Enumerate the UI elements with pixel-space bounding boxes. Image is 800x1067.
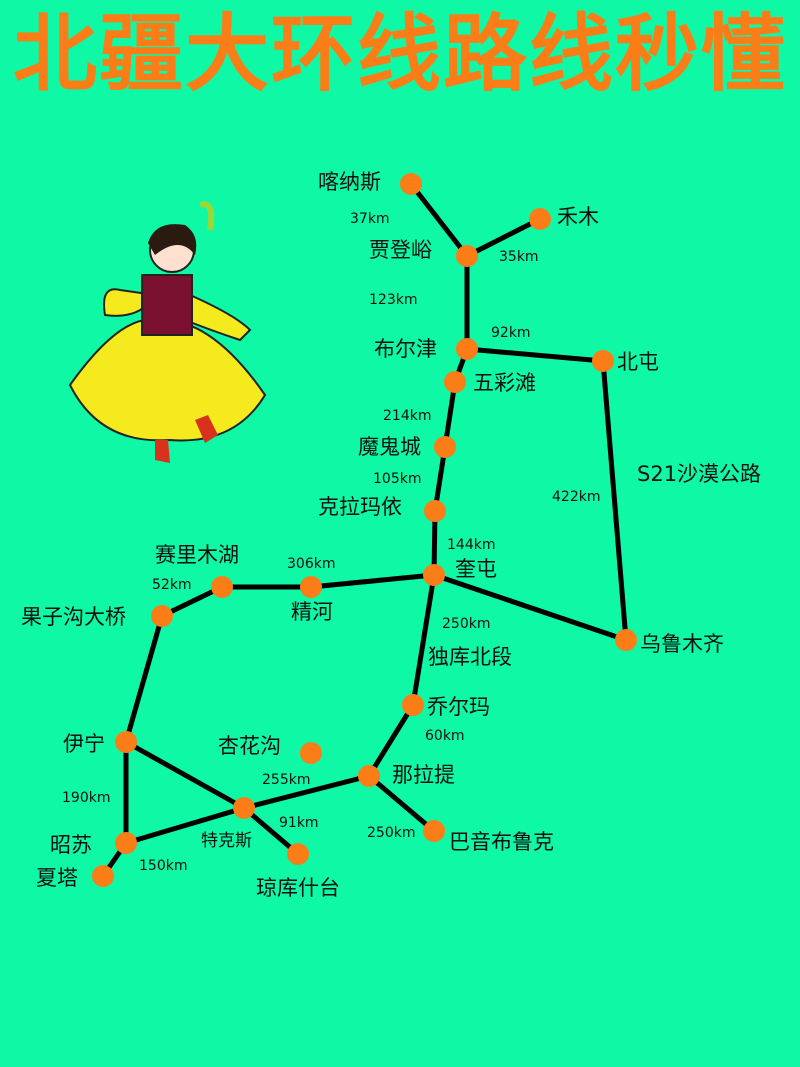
route-s21: S21沙漠公路 — [637, 462, 762, 486]
dist-nalati-bayinbuluke: 250km — [367, 825, 416, 841]
node-beitun — [592, 350, 614, 372]
label-zhaosu: 昭苏 — [50, 833, 92, 857]
node-tekes — [233, 797, 255, 819]
label-guozigou: 果子沟大桥 — [21, 605, 126, 629]
dist-karamay-kuitun: 144km — [447, 537, 496, 553]
dist-kanas-jiadengyu: 37km — [350, 211, 390, 227]
label-qiongkushitai: 琼库什台 — [256, 876, 340, 900]
label-hemu: 禾木 — [557, 205, 599, 229]
label-xiata: 夏塔 — [36, 866, 78, 890]
label-tekes: 特克斯 — [201, 831, 252, 851]
dist-qiaoerma-nalati: 60km — [425, 728, 465, 744]
node-guozigou — [151, 605, 173, 627]
node-xiata — [92, 865, 114, 887]
label-nalati: 那拉提 — [392, 763, 455, 787]
label-wucaitan: 五彩滩 — [473, 371, 536, 395]
dist-tekes-qiongkushitai: 91km — [279, 815, 319, 831]
node-sayram — [211, 576, 233, 598]
dist-sayram-guozigou: 52km — [152, 577, 192, 593]
dancer-illustration — [68, 201, 267, 463]
dist-wucaitan-moguicheng: 214km — [383, 408, 432, 424]
label-moguicheng: 魔鬼城 — [358, 435, 421, 459]
label-sayram: 赛里木湖 — [155, 543, 239, 567]
node-moguicheng — [434, 436, 456, 458]
dist-jiadengyu-burqin: 123km — [369, 292, 418, 308]
label-beitun: 北屯 — [617, 350, 659, 374]
node-zhaosu — [115, 832, 137, 854]
dist-nalati-tekes: 255km — [262, 772, 311, 788]
page-title: 北疆大环线路线秒懂 — [12, 5, 787, 103]
node-kanas — [400, 173, 422, 195]
node-bayinbuluke — [423, 820, 445, 842]
dist-zhaosu-tekes: 150km — [139, 858, 188, 874]
dist-kuitun-jinghe: 306km — [287, 556, 336, 572]
label-burqin: 布尔津 — [374, 337, 437, 361]
node-wucaitan — [444, 371, 466, 393]
node-karamay — [424, 500, 446, 522]
dist-burqin-beitun: 92km — [491, 325, 531, 341]
label-urumqi: 乌鲁木齐 — [640, 632, 724, 656]
node-burqin — [456, 338, 478, 360]
dist-hemu-jiadengyu: 35km — [499, 249, 539, 265]
label-karamay: 克拉玛依 — [318, 495, 402, 519]
dist-moguicheng-karamay: 105km — [373, 471, 422, 487]
label-jinghe: 精河 — [291, 600, 333, 624]
node-urumqi — [615, 629, 637, 651]
label-bayinbuluke: 巴音布鲁克 — [449, 830, 554, 854]
label-kanas: 喀纳斯 — [318, 170, 381, 194]
node-jiadengyu — [456, 245, 478, 267]
node-jinghe — [300, 576, 322, 598]
label-jiadengyu: 贾登峪 — [369, 238, 432, 262]
node-qiongkushitai — [287, 843, 309, 865]
route-duku-north: 独库北段 — [428, 645, 512, 669]
label-yining: 伊宁 — [63, 732, 105, 756]
node-qiaoerma — [402, 694, 424, 716]
dist-beitun-urumqi: 422km — [552, 489, 601, 505]
dist-kuitun-qiaoerma: 250km — [442, 616, 491, 632]
node-nalati — [358, 765, 380, 787]
node-yining — [115, 731, 137, 753]
node-kuitun — [423, 564, 445, 586]
label-kuitun: 奎屯 — [455, 557, 497, 581]
node-xinghuagou — [300, 742, 322, 764]
label-qiaoerma: 乔尔玛 — [427, 695, 490, 719]
label-xinghuagou: 杏花沟 — [218, 734, 281, 758]
dist-yining-zhaosu: 190km — [62, 790, 111, 806]
node-hemu — [529, 208, 551, 230]
